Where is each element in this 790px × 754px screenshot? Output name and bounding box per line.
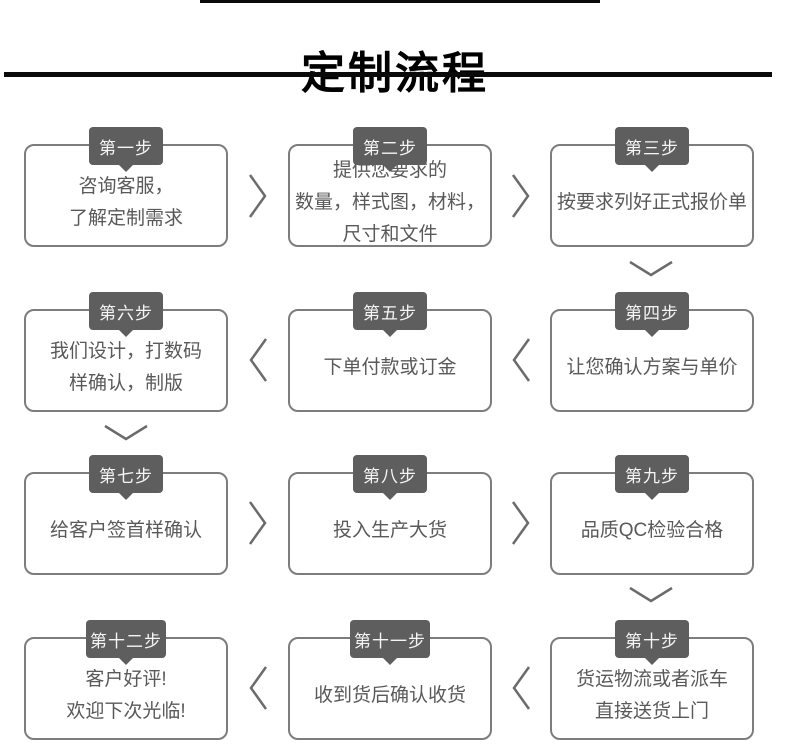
step-text-line: 按要求列好正式报价单	[556, 191, 747, 213]
chevron-left-icon	[512, 338, 531, 382]
step-text-line: 品质QC检验合格	[580, 519, 724, 541]
step-text-line: 直接送货上门	[594, 700, 709, 722]
step-badge: 第九步	[615, 455, 689, 493]
chevron-right-icon	[511, 501, 530, 545]
step-text-line: 投入生产大货	[332, 519, 447, 541]
step-card-10: 第十步 货运物流或者派车 直接送货上门	[550, 620, 754, 740]
step-text-line: 欢迎下次光临!	[66, 700, 186, 722]
step-badge: 第六步	[89, 292, 163, 330]
step-card-12: 第十二步 客户好评! 欢迎下次光临!	[24, 620, 228, 740]
step-text-line: 咨询客服，	[78, 175, 174, 197]
step-text-line: 客户好评!	[85, 668, 167, 690]
top-divider	[200, 0, 600, 3]
step-card-2: 第二步 提供您要求的 数量，样式图，材料， 尺寸和文件	[288, 127, 492, 247]
step-text-line: 让您确认方案与单价	[566, 356, 738, 378]
step-card-1: 第一步 咨询客服， 了解定制需求	[24, 127, 228, 247]
step-badge: 第三步	[615, 127, 689, 165]
step-text-line: 下单付款或订金	[323, 356, 457, 378]
step-badge: 第七步	[89, 455, 163, 493]
step-badge: 第八步	[353, 455, 427, 493]
step-badge: 第十二步	[86, 620, 166, 658]
step-card-7: 第七步 给客户签首样确认	[24, 455, 228, 575]
step-card-5: 第五步 下单付款或订金	[288, 292, 492, 412]
step-card-3: 第三步 按要求列好正式报价单	[550, 127, 754, 247]
step-badge: 第五步	[353, 292, 427, 330]
step-badge: 第四步	[615, 292, 689, 330]
chevron-right-icon	[248, 501, 267, 545]
chevron-left-icon	[512, 666, 531, 710]
chevron-left-icon	[249, 338, 268, 382]
step-text-line: 数量，样式图，材料，	[294, 191, 485, 213]
chevron-down-icon	[104, 424, 148, 441]
step-text-line: 样确认，制版	[68, 372, 183, 394]
step-card-4: 第四步 让您确认方案与单价	[550, 292, 754, 412]
title-divider	[4, 72, 772, 77]
step-text-line: 了解定制需求	[68, 207, 183, 229]
chevron-left-icon	[249, 666, 268, 710]
chevron-down-icon	[629, 260, 673, 277]
step-badge: 第十一步	[350, 620, 430, 658]
step-text-line: 我们设计，打数码	[49, 340, 202, 362]
chevron-right-icon	[248, 174, 267, 218]
step-text-line: 给客户签首样确认	[49, 519, 202, 541]
step-text-line: 货运物流或者派车	[575, 668, 728, 690]
step-card-8: 第八步 投入生产大货	[288, 455, 492, 575]
step-card-6: 第六步 我们设计，打数码 样确认，制版	[24, 292, 228, 412]
page-title: 定制流程	[301, 49, 489, 99]
chevron-right-icon	[511, 174, 530, 218]
step-card-9: 第九步 品质QC检验合格	[550, 455, 754, 575]
step-text-line: 收到货后确认收货	[313, 684, 466, 706]
chevron-down-icon	[629, 586, 673, 603]
step-card-11: 第十一步 收到货后确认收货	[288, 620, 492, 740]
step-badge: 第一步	[89, 127, 163, 165]
step-text-line: 尺寸和文件	[342, 223, 438, 245]
step-badge: 第二步	[353, 127, 427, 165]
step-badge: 第十步	[615, 620, 689, 658]
